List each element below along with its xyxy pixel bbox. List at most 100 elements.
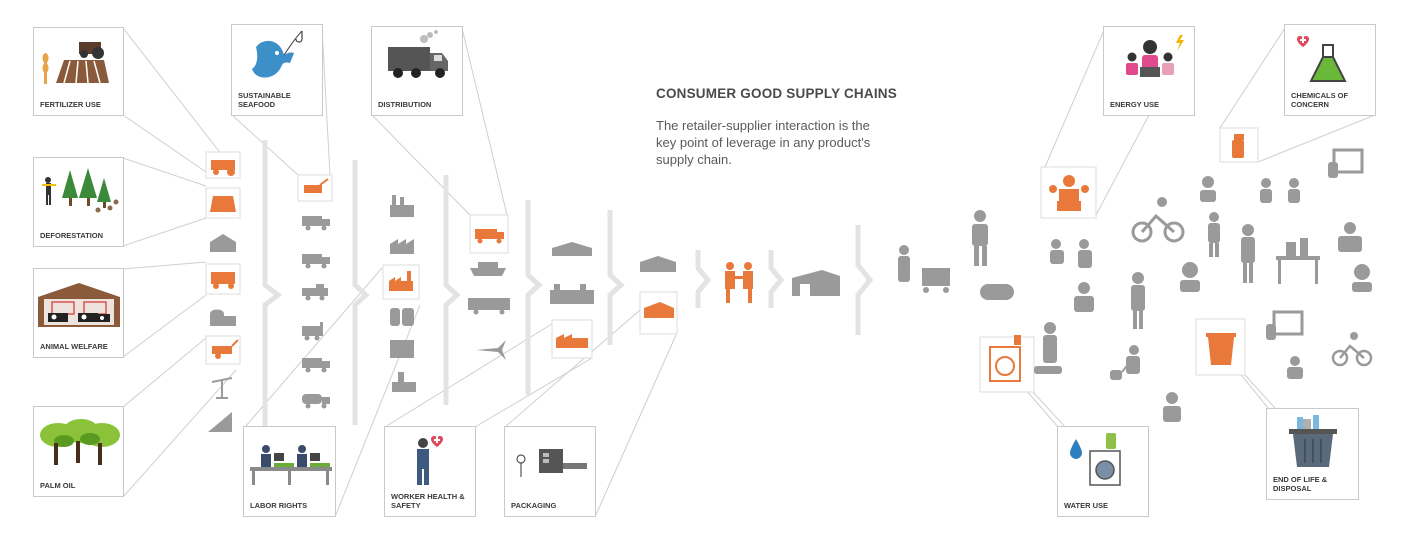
packaging-machine-icon xyxy=(516,449,587,477)
callout-end-of-life-disposal: END OF LIFE & DISPOSAL xyxy=(1266,408,1359,500)
children-blocks-icon xyxy=(1260,178,1300,203)
airplane-icon xyxy=(476,340,506,360)
handshake-icon xyxy=(725,262,753,303)
barn-cows-icon xyxy=(38,283,120,327)
person-icon xyxy=(1163,392,1181,422)
warehouse-icon xyxy=(390,340,414,358)
storage-tanks-icon xyxy=(390,308,414,326)
field-rows-icon xyxy=(205,187,241,219)
callout-label: ANIMAL WELFARE xyxy=(40,341,108,351)
callout-label: PALM OIL xyxy=(40,480,76,490)
truck-icon xyxy=(388,30,448,78)
woman-icon xyxy=(1241,224,1255,283)
callout-label: END OF LIFE & DISPOSAL xyxy=(1273,475,1328,493)
callout-label: FERTILIZER USE xyxy=(40,99,101,109)
table-appliances-icon xyxy=(1276,238,1320,284)
factory-highlight-icon xyxy=(551,319,593,359)
dump-truck-icon xyxy=(302,254,330,269)
callout-sustainable-seafood: SUSTAINABLE SEAFOOD xyxy=(231,24,323,116)
woman-standing-icon xyxy=(1131,272,1145,329)
callout-palm-oil: PALM OIL xyxy=(33,406,124,497)
child-icon xyxy=(1200,176,1216,202)
train-icon xyxy=(468,298,510,315)
fish-hook-icon xyxy=(252,30,303,78)
trash-highlight-icon xyxy=(1195,318,1246,376)
woman-laundry-icon xyxy=(1034,322,1062,374)
person-reading-icon xyxy=(1074,282,1094,312)
oil-pump-icon xyxy=(211,377,233,399)
pickup-truck-icon xyxy=(302,284,328,301)
callout-energy-use: ENERGY USE xyxy=(1103,26,1195,116)
callout-label: ENERGY USE xyxy=(1110,99,1160,109)
callout-label: LABOR RIGHTS xyxy=(250,500,308,510)
callout-label: DISTRIBUTION xyxy=(378,99,432,109)
person-icon xyxy=(1287,356,1303,379)
washing-machine-icon xyxy=(1070,433,1121,486)
man-basket-icon xyxy=(972,210,988,266)
cyclist-icon xyxy=(1331,332,1373,367)
factory-icon xyxy=(390,195,414,217)
callout-label: CHEMICALS OF CONCERN xyxy=(1291,91,1349,109)
excavator-icon xyxy=(297,174,333,202)
mixer-truck-icon xyxy=(302,216,330,231)
woman-icon xyxy=(1352,264,1372,292)
page-title: CONSUMER GOOD SUPPLY CHAINS xyxy=(656,86,897,101)
warehouse-icon xyxy=(552,242,592,256)
game-controller-icon xyxy=(980,284,1014,300)
farm-machine-icon xyxy=(205,263,241,295)
delivery-truck-icon xyxy=(469,214,509,254)
callout-label: PACKAGING xyxy=(511,500,557,510)
people-laptop-highlight-icon xyxy=(1040,166,1097,219)
shopper-cart-icon xyxy=(898,245,950,293)
retail-store-icon xyxy=(792,270,840,296)
worker-health-icon xyxy=(417,436,443,485)
person-reading-icon xyxy=(1338,222,1362,252)
callout-fertilizer-use: FERTILIZER USE xyxy=(33,27,124,116)
callout-packaging: PACKAGING xyxy=(504,426,596,517)
callout-label: SUSTAINABLE SEAFOOD xyxy=(238,91,291,109)
trash-bin-icon xyxy=(1289,415,1337,467)
distribution-center-icon xyxy=(640,256,676,272)
callout-water-use: WATER USE xyxy=(1057,426,1149,517)
callout-worker-health-safety: WORKER HEALTH & SAFETY xyxy=(384,426,476,517)
silo-icon xyxy=(210,309,236,326)
distribution-center-highlight-icon xyxy=(639,291,678,335)
callout-labor-rights: LABOR RIGHTS xyxy=(243,426,336,517)
cyclist-icon xyxy=(1131,197,1185,243)
touchscreen-icon xyxy=(1266,310,1304,340)
callout-chemicals-of-concern: CHEMICALS OF CONCERN xyxy=(1284,24,1376,116)
children-playing-icon xyxy=(1050,239,1092,268)
factory-highlight-icon xyxy=(382,264,420,300)
callout-animal-welfare: ANIMAL WELFARE xyxy=(33,268,124,358)
spray-bottle-highlight-icon xyxy=(1219,127,1259,163)
farm-tractor-icon xyxy=(205,151,241,179)
ship-icon xyxy=(470,262,506,276)
people-laptop-icon xyxy=(1126,35,1184,77)
man-shopping-icon xyxy=(1208,212,1220,257)
washing-machine-highlight-icon xyxy=(979,335,1035,393)
callout-label: WATER USE xyxy=(1064,500,1109,510)
woman-phone-icon xyxy=(1180,262,1200,292)
factory-workers-icon xyxy=(250,445,332,485)
person-vacuuming-icon xyxy=(1110,345,1140,380)
trees-logging-icon xyxy=(42,168,119,213)
tractor-field-icon xyxy=(42,42,109,84)
tanker-truck-icon xyxy=(302,394,330,409)
factory-complex-icon xyxy=(550,284,594,304)
callout-label: DEFORESTATION xyxy=(40,230,104,240)
callout-label: WORKER HEALTH & SAFETY xyxy=(391,492,465,510)
palm-trees-icon xyxy=(40,419,120,465)
callout-deforestation: DEFORESTATION xyxy=(33,157,124,247)
mining-icon xyxy=(208,412,232,432)
page-subtitle: The retailer-supplier interaction is the… xyxy=(656,118,871,167)
harvester-icon xyxy=(205,335,241,365)
forklift-icon xyxy=(302,322,323,341)
barn-icon xyxy=(210,234,236,252)
factory-icon xyxy=(390,239,414,254)
callout-distribution: DISTRIBUTION xyxy=(371,26,463,116)
touchscreen-icon xyxy=(1328,148,1364,178)
refinery-icon xyxy=(392,372,416,392)
cement-truck-icon xyxy=(302,358,330,373)
